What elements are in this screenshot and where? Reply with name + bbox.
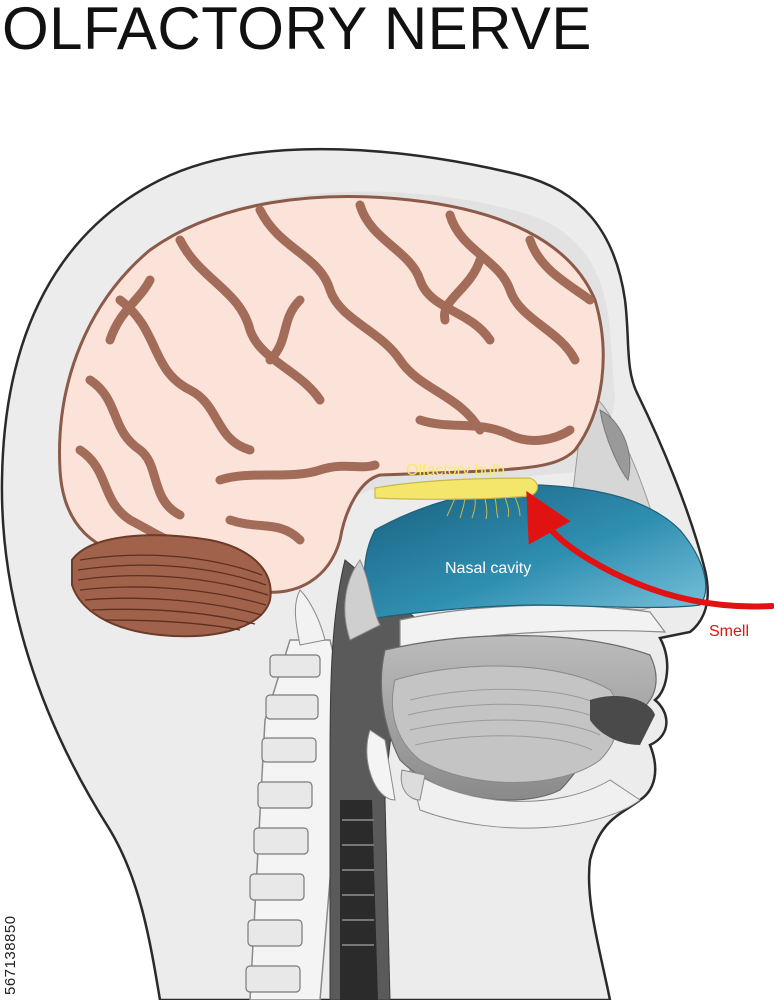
smell-label: Smell	[709, 623, 749, 640]
smell-arrow	[526, 491, 774, 610]
nasal-cavity-label: Nasal cavity	[445, 560, 531, 577]
cerebellum	[71, 534, 272, 638]
olfactory-bulb-label: Olfactory bulb	[406, 462, 505, 479]
olfactory-bulb	[374, 477, 539, 500]
vertebrae	[245, 654, 321, 993]
page-title: OLFACTORY NERVE	[2, 0, 592, 62]
stock-id: 567138850	[2, 915, 19, 995]
spinal-column	[249, 639, 346, 1000]
tongue	[392, 665, 620, 783]
brainstem	[294, 589, 326, 646]
cerebellum-folia	[77, 554, 269, 631]
olfactory-nerve-fibers	[446, 496, 521, 520]
mandible	[409, 768, 641, 829]
